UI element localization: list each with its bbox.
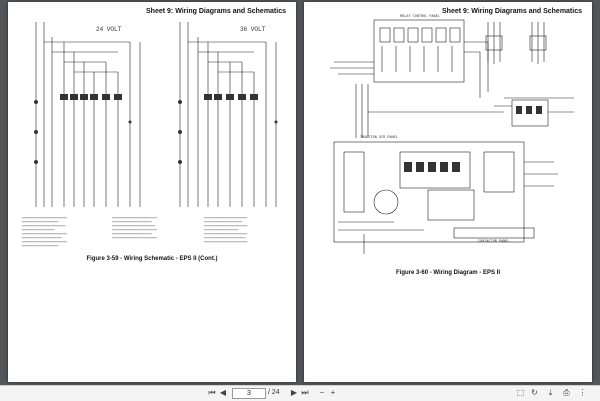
document-page-left: Sheet 9: Wiring Diagrams and Schematics …	[8, 2, 296, 382]
page-number-input[interactable]	[232, 388, 266, 399]
previous-page-icon[interactable]: ◀	[219, 388, 227, 397]
fit-page-icon[interactable]: ⬚	[516, 388, 525, 397]
figure-caption: Figure 3-59 - Wiring Schematic - EPS II …	[86, 256, 218, 262]
download-icon[interactable]: ⤓	[548, 388, 553, 397]
sheet-title: Sheet 9: Wiring Diagrams and Schematics	[146, 8, 286, 15]
figure-caption: Figure 3-60 - Wiring Diagram - EPS II	[396, 270, 500, 276]
total-pages-label: / 24	[268, 389, 280, 396]
next-page-icon[interactable]: ▶	[290, 388, 298, 397]
general-notes-text: ━━━━━━━━━━━━━━━━━━━━━━━━━━━━━━━━━━━━━━━━…	[22, 216, 68, 248]
pdf-toolbar: ⏮ ◀ / 24 ▶ ⏭ − + ⬚ ↻ ⤓ ⎙ ⋮	[0, 385, 600, 401]
first-page-icon[interactable]: ⏮	[208, 388, 216, 397]
wiring-diagram	[330, 19, 574, 254]
last-page-icon[interactable]: ⏭	[301, 388, 309, 397]
rotate-icon[interactable]: ↻	[531, 388, 538, 397]
document-page-right: Sheet 9: Wiring Diagrams and Schematics …	[304, 2, 592, 382]
print-icon[interactable]: ⎙	[563, 388, 570, 397]
legend-text: ━━━━━━━━━━━━━━━━━━━━━━━━━━━━━━━━━━━━━━━━…	[112, 216, 158, 240]
zoom-out-icon[interactable]: −	[319, 388, 325, 397]
volt-label-24: 24 VOLT	[96, 26, 122, 33]
traction-panel-label: TRACTION SCR PANEL	[360, 136, 398, 140]
volt-label-36: 36 VOLT	[240, 26, 266, 33]
more-options-icon[interactable]: ⋮	[578, 388, 587, 397]
notes-text-right: ━━━━━━━━━━━━━━━━━━━━━━━━━━━━━━━━━━━━━━━━…	[204, 216, 248, 244]
sheet-title: Sheet 9: Wiring Diagrams and Schematics	[442, 8, 582, 15]
wiring-schematic	[34, 22, 278, 207]
relay-panel-label: RELAY CONTROL PANEL	[400, 15, 440, 19]
zoom-in-icon[interactable]: +	[330, 388, 336, 397]
